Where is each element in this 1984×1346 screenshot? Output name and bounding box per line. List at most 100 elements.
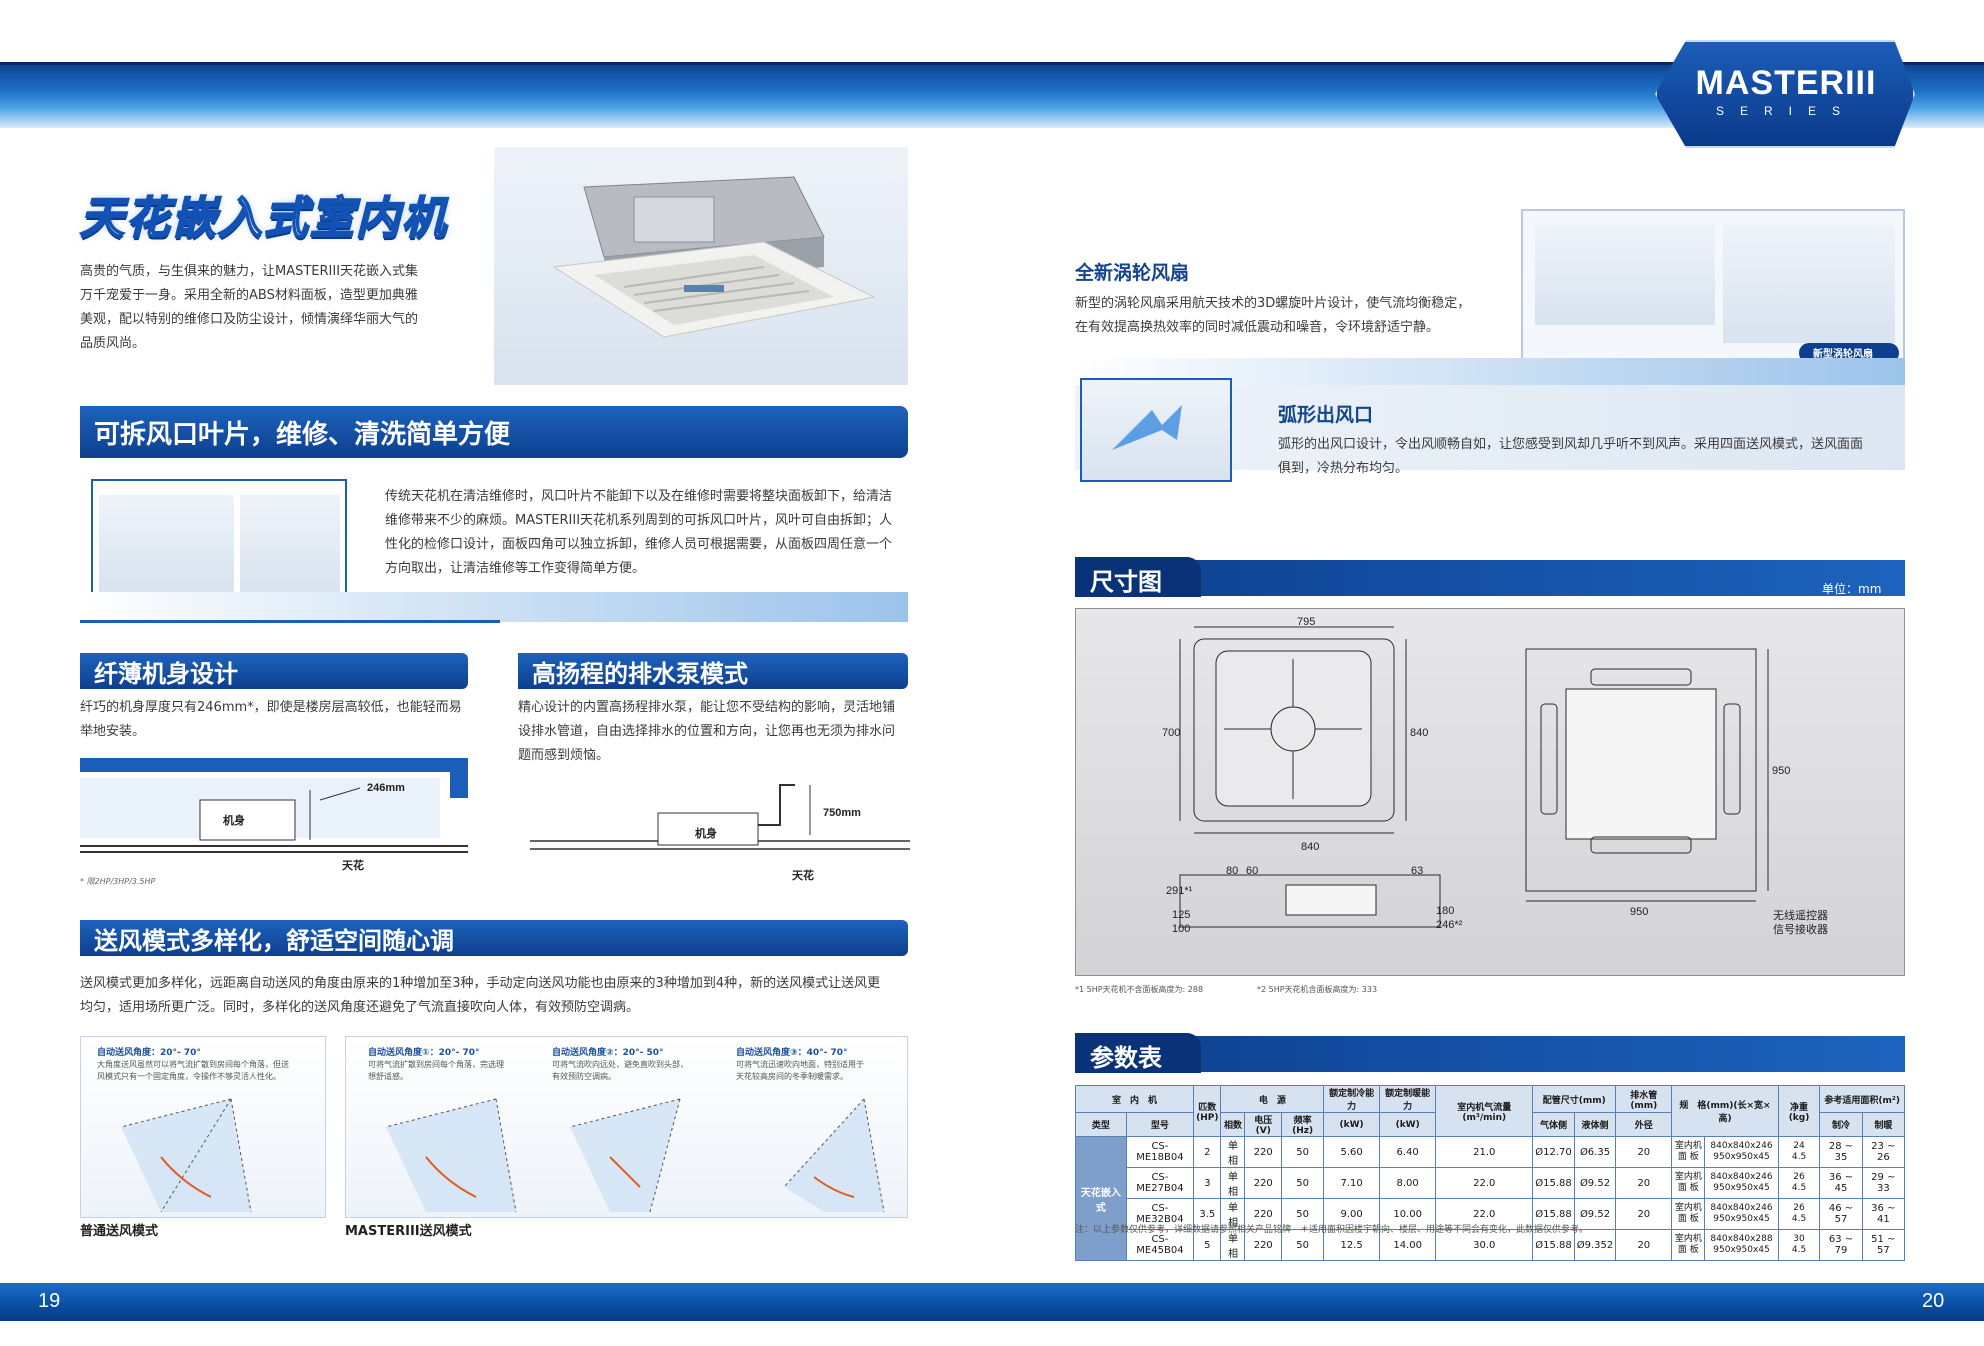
photo-louver-removal-1 xyxy=(99,495,234,593)
airflow-card-masteriii: 自动送风角度①：20°- 70° 可将气流扩散到房间每个角落，完选理 想舒适感。… xyxy=(345,1036,908,1218)
photo-turbo-fan xyxy=(1723,225,1895,343)
section-banner-slim-body: 纤薄机身设计 xyxy=(80,653,468,689)
dim-unit: 单位：mm xyxy=(1822,582,1882,596)
col-airflow: 室内机气流量(m³/min) xyxy=(1435,1085,1534,1137)
turbo-paragraph: 新型的涡轮风扇采用航天技术的3D螺旋叶片设计，使气流均衡稳定， 在有效提高换热效… xyxy=(1075,296,1471,335)
dim-label-63: 63 xyxy=(1411,865,1424,877)
louver-removal-photos xyxy=(91,479,347,600)
col-type: 类型 xyxy=(1075,1112,1127,1137)
heading-arc-outlet: 弧形出风口 xyxy=(1278,404,1374,426)
turbo-badge-label: 新型涡轮风扇 xyxy=(1813,349,1873,360)
dim-label-950-height: 950 xyxy=(1772,765,1791,777)
slim-paragraph: 纤巧的机身厚度只有246mm*，即使是楼房层高较低，也能轻而易 举地安装。 xyxy=(80,700,462,739)
spec-header-tab xyxy=(1075,1033,1201,1073)
col-cooling: 额定制冷能力 xyxy=(1323,1085,1380,1113)
col-area-heating: 制暖 xyxy=(1861,1112,1906,1137)
page-number-left: 19 xyxy=(38,1290,61,1312)
col-piping: 配管尺寸(mm) xyxy=(1532,1085,1617,1113)
dim-label-840-width: 840 xyxy=(1301,841,1320,853)
col-area: 参考适用面积(m²) xyxy=(1819,1085,1905,1113)
col-phase: 相数 xyxy=(1220,1112,1246,1137)
table-row: 天花嵌入式 CS-ME18B04 2 单相 220 50 5.60 6.40 2… xyxy=(1075,1136,1906,1261)
dim-section-title: 尺寸图 xyxy=(1090,568,1162,596)
photo-cassette-unit-small xyxy=(1535,225,1715,325)
spec-table: 室 内 机 匹数(HP) 电 源 额定制冷能力 额定制暖能力 室内机气流量(m³… xyxy=(1074,1085,1906,1261)
slim-diagram-dimension: 246mm xyxy=(367,782,405,794)
col-indoor-unit: 室 内 机 xyxy=(1074,1085,1195,1113)
page-title: 天花嵌入式室内机 xyxy=(79,192,448,245)
dim-header-bar xyxy=(1075,560,1905,596)
airflow-card-normal: 自动送风角度：20°- 70° 大角度送风虽然可以将气流扩散到房间每个角落，但送… xyxy=(80,1036,326,1218)
caption-masteriii-airflow: MASTERIII送风模式 xyxy=(345,1224,472,1239)
brand-logo xyxy=(1655,40,1915,148)
section-banner-drain-pump: 高扬程的排水泵模式 xyxy=(518,653,908,689)
dim-label-840-height: 840 xyxy=(1410,727,1429,739)
section-banner-airflow-modes: 送风模式多样化，舒适空间随心调 xyxy=(80,920,908,956)
photo-arc-outlet xyxy=(1080,378,1232,482)
louvers-paragraph: 传统天花机在清洁维修时，风口叶片不能卸下以及在维修时需要将整块面板卸下，给清洁 … xyxy=(385,489,893,576)
table-row: CS-ME32B04 3.5 单相 220 50 9.00 10.00 22.0… xyxy=(1076,1198,1906,1230)
col-area-cooling: 制冷 xyxy=(1819,1112,1863,1137)
photo-louver-removal-2 xyxy=(240,495,340,593)
top-banner-bar xyxy=(0,62,1984,128)
slim-diagram-ceiling-label: 天花 xyxy=(342,860,364,872)
col-hp: 匹数(HP) xyxy=(1193,1085,1222,1137)
col-power: 电 源 xyxy=(1220,1085,1325,1113)
turbo-fan-photos: 新型涡轮风扇 xyxy=(1521,209,1905,367)
col-cooling-unit: (kW) xyxy=(1323,1112,1380,1137)
dim-label-60: 60 xyxy=(1246,865,1259,877)
spec-footnote: 注：以上参数仅供参考，详细数据请参照相关产品铭牌 ＊适用面积因楼宇朝向、楼层、用… xyxy=(1075,1225,1589,1235)
dim-label-795: 795 xyxy=(1297,616,1316,628)
table-row: CS-ME45B04 5 单相 220 50 12.5 14.00 30.0 Ø… xyxy=(1076,1229,1906,1261)
dim-label-950-width: 950 xyxy=(1630,906,1649,918)
slim-footnote: * 限2HP/3HP/3.5HP xyxy=(80,877,156,886)
col-heating: 额定制暖能力 xyxy=(1378,1085,1437,1113)
heading-turbo-fan: 全新涡轮风扇 xyxy=(1075,262,1190,284)
dim-header-tab xyxy=(1075,557,1201,597)
decorative-divider xyxy=(80,592,908,622)
spec-header-bar xyxy=(1075,1036,1905,1072)
dim-label-180: 180 xyxy=(1436,905,1455,917)
col-voltage: 电压(V) xyxy=(1244,1112,1283,1137)
drain-pump-diagram: 750mm 机身 天花 xyxy=(530,775,910,885)
table-row: CS-ME27B04 3 单相 220 50 7.10 8.00 22.0 Ø1… xyxy=(1076,1167,1906,1199)
slim-body-diagram: 246mm 机身 天花 xyxy=(80,758,468,873)
bottom-banner-bar xyxy=(0,1283,1984,1321)
col-heating-unit: (kW) xyxy=(1378,1112,1437,1137)
page-number-right: 20 xyxy=(1922,1290,1945,1312)
intro-paragraph: 高贵的气质，与生俱来的魅力，让MASTERIII天花嵌入式集 万千宠爱于一身。采… xyxy=(80,264,419,351)
dim-label-80: 80 xyxy=(1226,865,1239,877)
dimension-drawing: 795 700 840 840 950 950 80 60 63 291*¹ 1… xyxy=(1075,608,1905,976)
pump-diagram-dimension: 750mm xyxy=(823,807,861,819)
dim-label-125: 125 xyxy=(1172,909,1191,921)
brand-logo-subtitle: SERIES xyxy=(1715,104,1856,118)
slim-diagram-body-label: 机身 xyxy=(223,815,245,827)
caption-normal-airflow: 普通送风模式 xyxy=(80,1224,159,1239)
pump-diagram-body-label: 机身 xyxy=(695,828,717,840)
spec-section-title: 参数表 xyxy=(1090,1044,1162,1072)
dim-label-100: 100 xyxy=(1172,923,1191,935)
col-model: 型号 xyxy=(1125,1112,1195,1137)
col-outer-diameter: 外径 xyxy=(1615,1112,1673,1137)
col-weight: 净重(kg) xyxy=(1777,1085,1821,1137)
dim-note-2: *2 5HP天花机含面板高度为: 333 xyxy=(1257,985,1378,994)
product-photo-cassette-unit xyxy=(494,147,908,385)
divider-line xyxy=(80,620,500,623)
dim-label-700: 700 xyxy=(1162,727,1181,739)
dim-note-1: *1 5HP天花机不含面板高度为: 288 xyxy=(1075,985,1204,994)
dim-label-246: 246*² xyxy=(1436,919,1463,931)
section-banner-removable-louvers: 可拆风口叶片，维修、清洗简单方便 xyxy=(80,406,908,458)
brand-logo-title: MASTERIII xyxy=(1695,64,1877,102)
dim-label-291: 291*¹ xyxy=(1166,885,1193,897)
pump-diagram-ceiling-label: 天花 xyxy=(792,870,814,882)
arc-paragraph: 弧形的出风口设计，令出风顺畅自如，让您感受到风却几乎听不到风声。采用四面送风模式… xyxy=(1278,437,1864,476)
dim-label-receiver-1: 无线遥控器 xyxy=(1773,910,1828,922)
airflow-paragraph: 送风模式更加多样化，远距离自动送风的角度由原来的1种增加至3种，手动定向送风功能… xyxy=(80,976,881,1015)
col-dimensions: 规 格(mm)(长×宽×高) xyxy=(1671,1085,1779,1137)
col-liquid-side: 液体侧 xyxy=(1573,1112,1617,1137)
col-drain: 排水管(mm) xyxy=(1615,1085,1673,1113)
type-cell: 天花嵌入式 xyxy=(1075,1136,1127,1261)
dim-label-receiver-2: 信号接收器 xyxy=(1773,924,1828,936)
col-frequency: 频率(Hz) xyxy=(1281,1112,1325,1137)
pump-paragraph: 精心设计的内置高扬程排水泵，能让您不受结构的影响，灵活地铺 设排水管道，自由选择… xyxy=(518,700,896,763)
